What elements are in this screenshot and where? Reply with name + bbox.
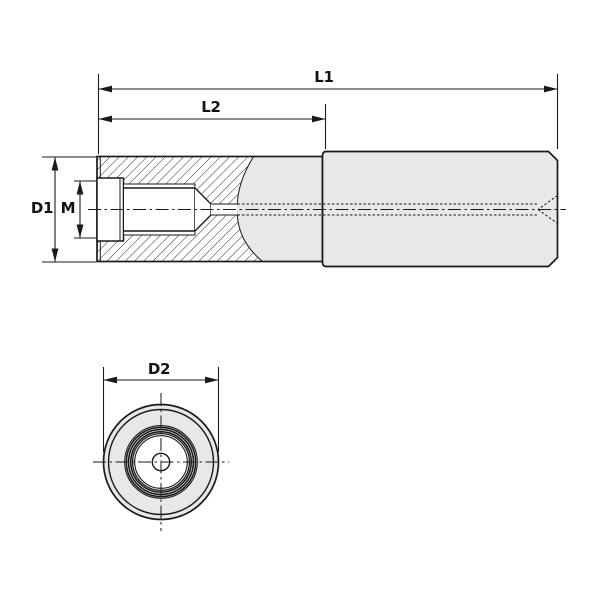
dim-label-d1: D1 xyxy=(31,199,53,217)
dim-label-d2: D2 xyxy=(148,360,170,378)
dim-label-m: M xyxy=(61,199,76,217)
part-large-cylinder xyxy=(321,150,559,268)
countersink-upper xyxy=(537,195,558,210)
l1-arrow-left xyxy=(98,85,112,93)
dim-label-l1: L1 xyxy=(314,68,333,86)
m-arrow-bottom xyxy=(76,224,84,238)
dimension-d2: D2 xyxy=(102,360,220,452)
d1-arrow-bottom xyxy=(51,248,59,262)
l2-arrow-left xyxy=(98,115,112,123)
dimension-l2: L2 xyxy=(98,98,327,149)
dimension-m: M xyxy=(61,180,96,239)
countersink-lower xyxy=(537,209,558,224)
d2-arrow-right xyxy=(205,376,219,384)
d1-arrow-top xyxy=(51,157,59,171)
side-section-view: L1 L2 D1 M xyxy=(31,68,566,268)
m-arrow-top xyxy=(76,181,84,195)
d2-arrow-left xyxy=(103,376,117,384)
front-end-view: D2 xyxy=(93,360,229,531)
dimension-l1: L1 xyxy=(97,68,559,154)
l2-arrow-right xyxy=(312,115,326,123)
l1-arrow-right xyxy=(544,85,558,93)
dimension-d1: D1 xyxy=(31,156,96,263)
dim-label-l2: L2 xyxy=(201,98,220,116)
